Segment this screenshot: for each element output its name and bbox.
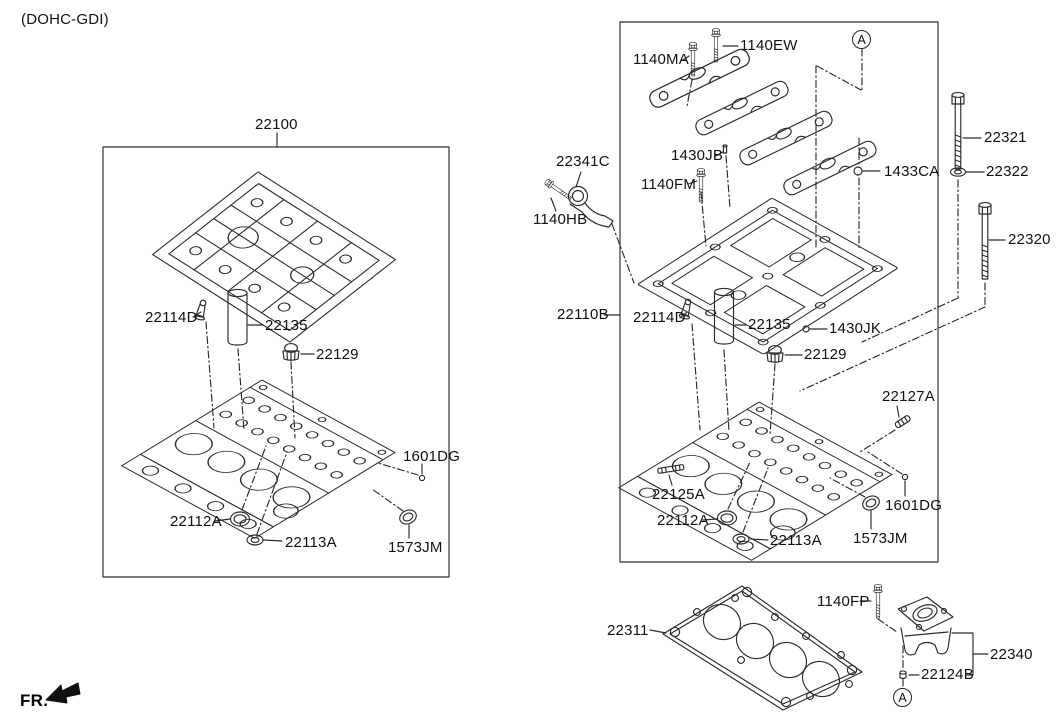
right-center-lines	[611, 79, 986, 533]
part-label-left-22129: 22129	[316, 346, 359, 363]
part-label-right-1573JM: 1573JM	[853, 530, 908, 547]
fr-label: FR.	[20, 691, 49, 710]
left-plug-22129	[282, 343, 300, 361]
part-label-left-1601DG: 1601DG	[403, 448, 461, 465]
left-pin-1601DG	[418, 474, 426, 482]
part-label-right-22135: 22135	[748, 316, 791, 333]
assembly-label-22100: 22100	[255, 116, 298, 133]
fr-direction-arrow-icon	[45, 682, 81, 704]
part-label-right-1430JB: 1430JB	[671, 147, 724, 164]
bolt-1140EW	[711, 28, 721, 63]
left-seal-22113A	[246, 534, 264, 546]
dowel-22127A	[894, 415, 911, 429]
head-gasket-22311-drawing	[662, 585, 863, 711]
part-label-right-22127A: 22127A	[882, 388, 935, 405]
part-label-right-1140HB: 1140HB	[533, 211, 588, 228]
part-label-left-1573JM: 1573JM	[388, 539, 443, 556]
left-leader-lines	[192, 311, 423, 542]
bottom-leader-lines	[649, 600, 989, 676]
right-assembly-box	[603, 21, 939, 563]
part-label-right-1140FM: 1140FM	[641, 176, 697, 193]
pin-1430JB	[722, 144, 728, 154]
right-plug-22129	[766, 345, 784, 363]
part-label-right-1601DG: 1601DG	[885, 497, 943, 514]
part-label-right-22322: 22322	[986, 163, 1029, 180]
part-label-right-1433CA: 1433CA	[884, 163, 940, 180]
bolt-1140FP	[873, 584, 883, 619]
right-ring-22112A	[716, 510, 738, 526]
assembly-label-22110B: 22110B	[557, 306, 609, 323]
part-label-left-22113A: 22113A	[285, 534, 337, 551]
detail-a-center-lines	[815, 48, 863, 251]
part-label-left-22135: 22135	[265, 317, 308, 334]
part-label-right-1140MA: 1140MA	[633, 51, 689, 68]
left-cam-seal-1573JM	[399, 509, 417, 525]
left-assembly-box	[102, 132, 450, 578]
right-leader-lines	[550, 45, 1006, 541]
detail-marker-a-top: A	[852, 30, 871, 49]
bolt-22320	[978, 202, 992, 280]
grommet-22124B	[899, 670, 907, 680]
right-seal-22113A	[732, 533, 750, 545]
right-cam-seal-1573JM	[862, 495, 880, 511]
part-label-right-22113A: 22113A	[770, 532, 822, 549]
part-label-bottom-22124B: 22124B	[921, 666, 974, 683]
part-label-right-22129: 22129	[804, 346, 847, 363]
bracket-22341C	[567, 185, 614, 228]
part-label-left-22114D: 22114D	[145, 309, 198, 326]
bolt-22321	[951, 92, 965, 170]
part-label-right-22321: 22321	[984, 129, 1027, 146]
bearing-caps-drawing	[645, 44, 879, 198]
detail-marker-a-bottom: A	[893, 688, 912, 707]
ball-1433CA	[853, 166, 863, 176]
part-label-bottom-22311: 22311	[607, 622, 649, 639]
ball-1430JK	[802, 325, 810, 333]
part-label-bottom-22340: 22340	[990, 646, 1033, 663]
bolt-1140HB	[543, 177, 574, 203]
part-label-right-1140EW: 1140EW	[740, 37, 798, 54]
stud-22125A	[657, 464, 685, 474]
engine-type-note: (DOHC-GDI)	[21, 11, 109, 28]
part-label-right-22114D: 22114D	[633, 309, 686, 326]
part-label-right-1430JK: 1430JK	[829, 320, 882, 337]
part-label-bottom-1140FP: 1140FP	[817, 593, 870, 610]
water-outlet-22340-drawing	[897, 596, 954, 656]
right-pin-1601DG	[901, 473, 909, 481]
part-label-right-22125A: 22125A	[652, 486, 705, 503]
bottom-center-lines	[877, 618, 904, 688]
left-cylinder-head-drawing	[121, 379, 398, 540]
part-label-right-22320: 22320	[1008, 231, 1051, 248]
part-label-left-22112A: 22112A	[170, 513, 222, 530]
left-center-lines	[205, 321, 419, 535]
part-label-right-22112A: 22112A	[657, 512, 709, 529]
part-label-right-22341C: 22341C	[556, 153, 610, 170]
